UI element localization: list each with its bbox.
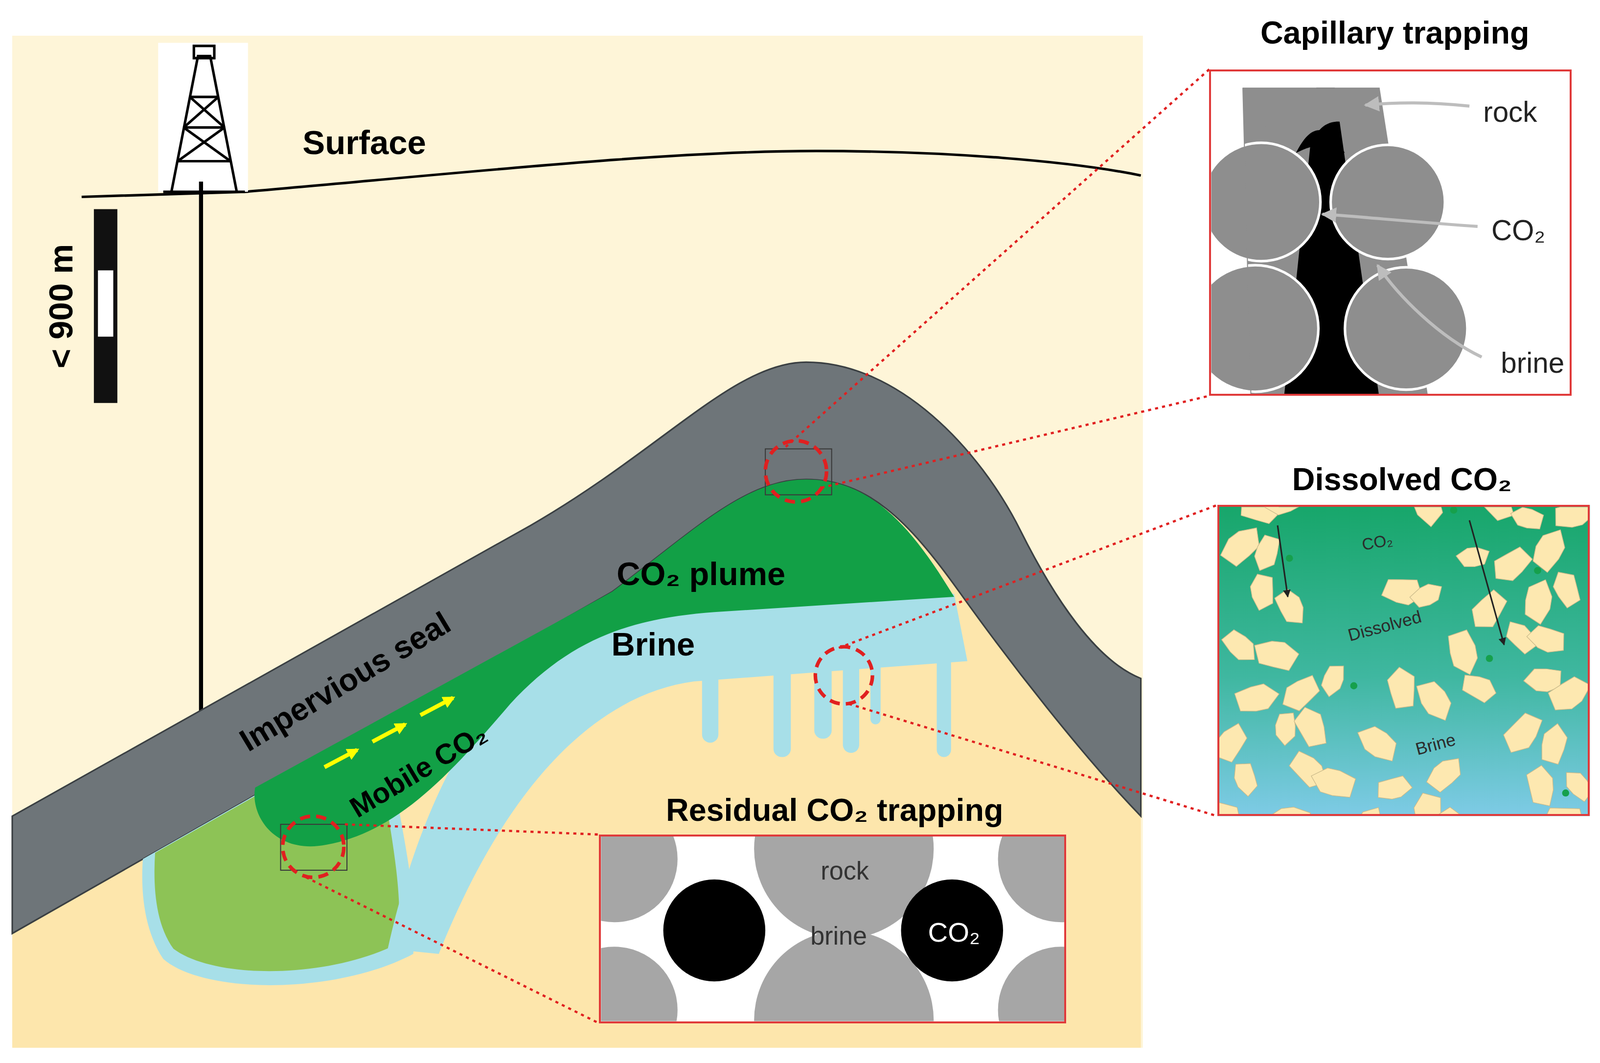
- sand-grain: [1274, 589, 1303, 623]
- inset-box: Residual CO₂ trappingrockbrineCO₂: [598, 834, 1067, 1024]
- sand-grain: [1477, 506, 1514, 521]
- region-label: Surface: [302, 124, 426, 162]
- sand-grain: [1282, 675, 1320, 712]
- sand-grain: [1250, 574, 1273, 611]
- region-label: < 900 m: [42, 243, 80, 368]
- inset-title: Capillary trapping: [1260, 15, 1530, 50]
- co2-droplet: [1485, 655, 1494, 663]
- region-label: Brine: [611, 626, 695, 663]
- inset-title: Residual CO₂ trapping: [665, 792, 1004, 828]
- sand-grain: [1472, 590, 1508, 628]
- sand-grain: [1526, 625, 1564, 653]
- sand-grain: [1234, 684, 1280, 712]
- co2-droplet: [1533, 567, 1542, 575]
- sand-grain: [1448, 630, 1478, 675]
- sand-grain: [1526, 765, 1554, 807]
- sand-grain: [1541, 723, 1568, 765]
- inset-label: brine: [1500, 347, 1565, 379]
- sand-grain: [1409, 584, 1442, 608]
- co2-droplet: [1561, 789, 1570, 798]
- inset-label: brine: [810, 922, 868, 951]
- co2-droplet: [1285, 554, 1294, 563]
- sand-grain: [1503, 713, 1543, 754]
- sand-grain: [1254, 641, 1300, 671]
- sand-grain: [1414, 793, 1441, 815]
- sand-grain: [1387, 667, 1415, 709]
- sand-grain: [1219, 723, 1247, 763]
- inset-label: Dissolved: [1346, 607, 1424, 646]
- sand-grain: [1353, 807, 1382, 815]
- inset-label: CO₂: [928, 917, 981, 948]
- sand-grain: [1311, 768, 1356, 798]
- inset-box: Dissolved CO₂CO₂DissolvedBrine: [1217, 504, 1590, 817]
- sand-grain: [1357, 726, 1397, 762]
- sand-grain: [1510, 507, 1544, 529]
- inset-label: rock: [820, 857, 869, 886]
- sand-grain: [1525, 579, 1553, 625]
- sand-grain: [1416, 681, 1451, 721]
- sand-grain: [1462, 675, 1497, 704]
- sand-grain: [1275, 712, 1296, 746]
- sand-grain: [1436, 807, 1467, 815]
- sand-grain: [1294, 707, 1326, 748]
- sand-grain: [1555, 506, 1588, 528]
- sand-grain: [1532, 529, 1565, 573]
- sand-grain: [1220, 527, 1259, 567]
- sand-grain: [1219, 800, 1241, 815]
- co2-droplet: [1450, 506, 1458, 514]
- region-label: Mobile CO₂: [344, 717, 493, 824]
- sand-grain: [1412, 506, 1443, 527]
- inset-box: Capillary trappingrockCO₂brine: [1209, 69, 1572, 396]
- co2-droplet: [1350, 682, 1358, 690]
- inset-label: CO₂: [1491, 214, 1546, 247]
- region-label: CO₂ plume: [616, 556, 786, 593]
- inset-label: Brine: [1413, 730, 1458, 760]
- sand-grain: [1321, 665, 1344, 697]
- sand-grain: [1494, 547, 1533, 581]
- sand-grain: [1266, 807, 1311, 815]
- sand-grain: [1221, 629, 1255, 660]
- sand-grain: [1553, 572, 1580, 609]
- region-label: Impervious seal: [233, 605, 457, 759]
- inset-title: Dissolved CO₂: [1292, 461, 1512, 497]
- sand-grain: [1377, 776, 1413, 800]
- sand-grain: [1254, 535, 1280, 572]
- sand-grain: [1548, 676, 1588, 710]
- sand-grain: [1262, 506, 1304, 515]
- sand-grain: [1456, 547, 1490, 568]
- sand-grain: [1234, 763, 1258, 797]
- sand-grain: [1426, 758, 1461, 793]
- sand-grain: [1542, 808, 1585, 815]
- inset-label: rock: [1483, 96, 1537, 128]
- sand-grain: [1566, 772, 1588, 802]
- inset-label: CO₂: [1360, 531, 1395, 555]
